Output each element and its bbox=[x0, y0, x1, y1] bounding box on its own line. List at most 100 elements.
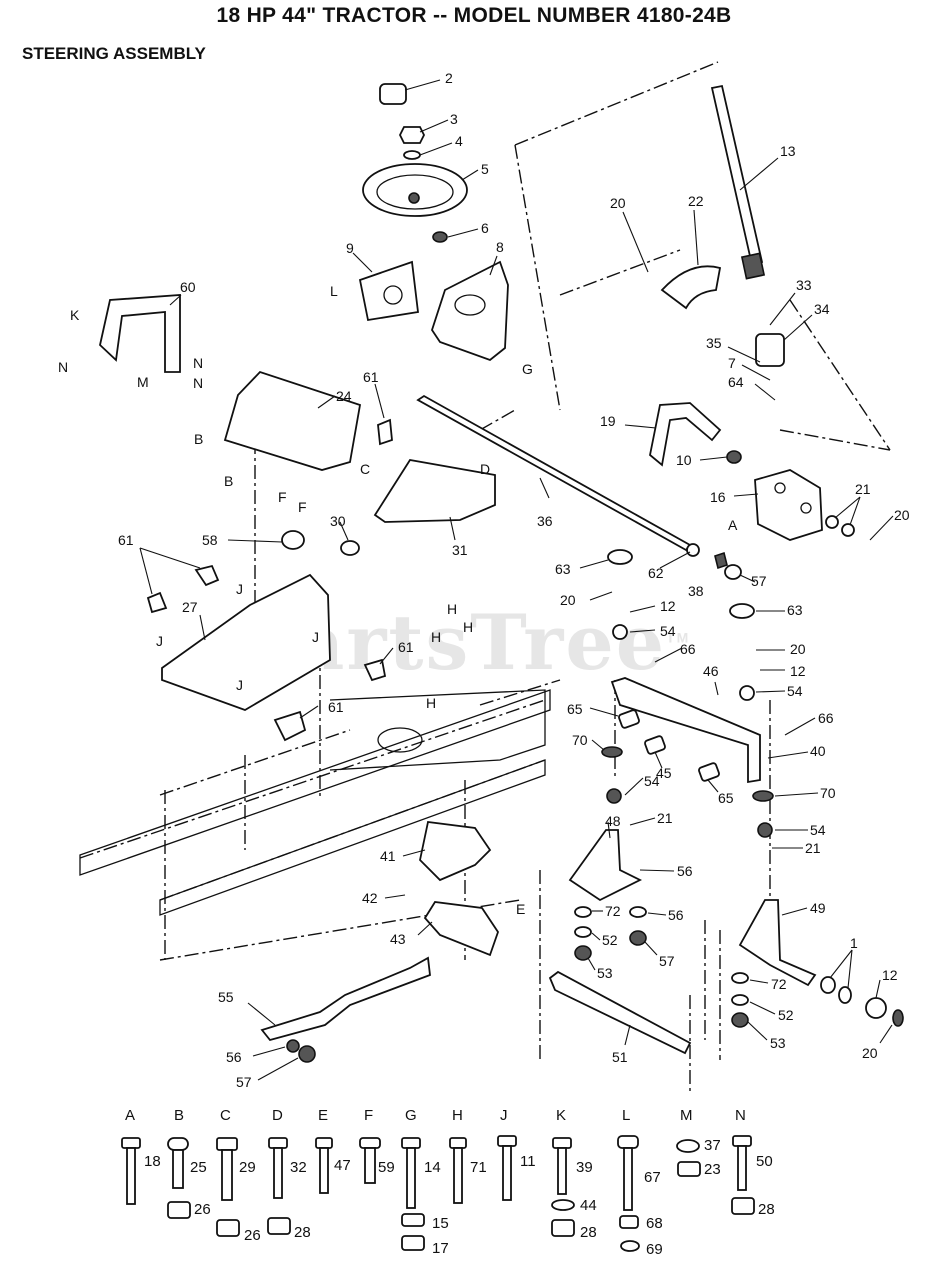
part-16-bracket bbox=[754, 469, 823, 541]
key-N-part-28: 28 bbox=[758, 1201, 775, 1218]
ref-F-1: F bbox=[278, 489, 287, 505]
reference-letters: L K N N N M G B B C D A F F J J J J H H … bbox=[58, 283, 738, 917]
part-13-steering-shaft bbox=[710, 84, 766, 280]
part-62-washer bbox=[686, 543, 700, 557]
part-5-steering-wheel bbox=[362, 163, 468, 217]
callout-40: 40 bbox=[810, 743, 826, 759]
callout-53-left: 53 bbox=[597, 965, 613, 981]
callout-9: 9 bbox=[346, 240, 354, 256]
part-12-washer bbox=[865, 997, 887, 1019]
callout-51: 51 bbox=[612, 1049, 628, 1065]
key-H-part-71: 71 bbox=[470, 1159, 487, 1176]
diagram-subtitle: STEERING ASSEMBLY bbox=[22, 44, 206, 63]
key-D-part-28: 28 bbox=[294, 1224, 311, 1241]
key-F-part-59: 59 bbox=[378, 1159, 395, 1176]
callout-46: 46 bbox=[703, 663, 719, 679]
part-70-washer-b bbox=[752, 790, 774, 802]
ref-K: K bbox=[70, 307, 80, 323]
part-61-clip-e bbox=[273, 710, 307, 742]
callout-34: 34 bbox=[814, 301, 830, 317]
part-65-bushing-a bbox=[618, 709, 640, 729]
key-D-part-32: 32 bbox=[290, 1159, 307, 1176]
callout-49: 49 bbox=[810, 900, 826, 916]
callout-5: 5 bbox=[481, 161, 489, 177]
part-57-nut-b bbox=[629, 930, 647, 946]
part-54-bearing-a bbox=[612, 624, 628, 640]
part-4-washer bbox=[403, 150, 421, 160]
leader-lines bbox=[139, 79, 894, 1081]
part-72-washer-b bbox=[731, 972, 749, 984]
part-6-bushing bbox=[432, 231, 448, 243]
key-L-part-68: 68 bbox=[646, 1215, 663, 1232]
key-letter-B: B bbox=[174, 1107, 184, 1124]
part-19-arm bbox=[649, 402, 722, 467]
part-30-ball-joint bbox=[340, 540, 360, 556]
part-34-pinion-housing bbox=[755, 333, 785, 367]
ref-F-2: F bbox=[298, 499, 307, 515]
key-letter-A: A bbox=[125, 1107, 135, 1124]
part-61-clip-b bbox=[194, 564, 220, 587]
key-K-part-44: 44 bbox=[580, 1197, 597, 1214]
part-49-spindle bbox=[738, 899, 817, 987]
parts-drawings bbox=[99, 83, 904, 1063]
ref-H-2: H bbox=[463, 619, 473, 635]
callout-13: 13 bbox=[780, 143, 796, 159]
callout-27: 27 bbox=[182, 599, 198, 615]
callout-3: 3 bbox=[450, 111, 458, 127]
callout-63-right: 63 bbox=[787, 602, 803, 618]
callout-8: 8 bbox=[496, 239, 504, 255]
ref-D: D bbox=[480, 461, 490, 477]
callout-65-left: 65 bbox=[567, 701, 583, 717]
frame-rails bbox=[79, 689, 551, 916]
callout-21-low: 21 bbox=[657, 810, 673, 826]
ref-C: C bbox=[360, 461, 370, 477]
part-61-clip-d bbox=[363, 658, 387, 682]
key-L-part-69: 69 bbox=[646, 1241, 663, 1258]
part-2-cap bbox=[379, 83, 407, 105]
part-61-clip-c bbox=[146, 591, 168, 614]
part-56-washer-c bbox=[286, 1039, 300, 1053]
key-G-part-14: 14 bbox=[424, 1159, 441, 1176]
callout-55: 55 bbox=[218, 989, 234, 1005]
callout-45: 45 bbox=[656, 765, 672, 781]
part-22-sector-gear bbox=[660, 265, 722, 310]
callout-66-right: 66 bbox=[818, 710, 834, 726]
callout-21-right: 21 bbox=[855, 481, 871, 497]
callout-61-mid: 61 bbox=[398, 639, 414, 655]
callout-1: 1 bbox=[850, 935, 858, 951]
callout-36: 36 bbox=[537, 513, 553, 529]
callout-70-right: 70 bbox=[820, 785, 836, 801]
part-21-washer-a bbox=[825, 515, 839, 529]
callout-57-top: 57 bbox=[751, 573, 767, 589]
callout-35: 35 bbox=[706, 335, 722, 351]
callout-10: 10 bbox=[676, 452, 692, 468]
part-54-bearing-b bbox=[739, 685, 755, 701]
key-G-part-15: 15 bbox=[432, 1215, 449, 1232]
part-45-bushing bbox=[644, 735, 666, 755]
key-K-part-28: 28 bbox=[580, 1224, 597, 1241]
callout-16: 16 bbox=[710, 489, 726, 505]
callout-56-top: 56 bbox=[677, 863, 693, 879]
part-53-nut-a bbox=[574, 945, 592, 961]
ref-L: L bbox=[330, 283, 338, 299]
part-1-bushing bbox=[820, 976, 836, 994]
key-C-part-26: 26 bbox=[244, 1227, 261, 1244]
callout-12-low: 12 bbox=[882, 967, 898, 983]
part-38-key bbox=[714, 551, 728, 570]
callout-7: 7 bbox=[728, 355, 736, 371]
part-washer-outer bbox=[838, 986, 852, 1004]
key-K-part-39: 39 bbox=[576, 1159, 593, 1176]
ref-J-2: J bbox=[156, 633, 163, 649]
callout-12-right: 12 bbox=[790, 663, 806, 679]
part-43-bracket bbox=[423, 901, 499, 957]
callout-20-right2: 20 bbox=[790, 641, 806, 657]
key-letter-K: K bbox=[556, 1107, 566, 1124]
ref-G: G bbox=[522, 361, 533, 377]
part-54-bearing-d bbox=[757, 822, 773, 838]
key-letter-N: N bbox=[735, 1107, 746, 1124]
callout-63-left: 63 bbox=[555, 561, 571, 577]
key-letter-G: G bbox=[405, 1107, 417, 1124]
callout-70-left: 70 bbox=[572, 732, 588, 748]
callout-56-mid: 56 bbox=[668, 907, 684, 923]
